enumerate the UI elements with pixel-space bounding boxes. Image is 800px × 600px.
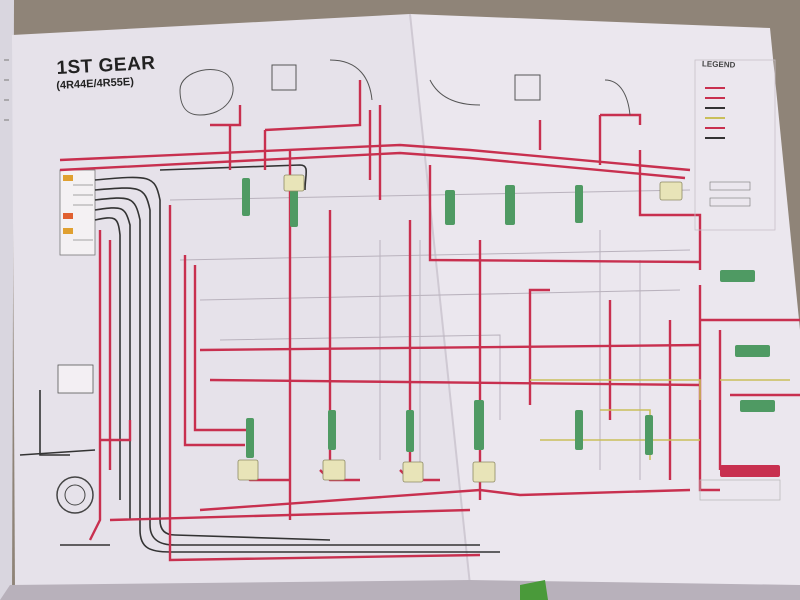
valve-cluster <box>242 178 780 477</box>
valve-icon <box>328 410 336 450</box>
pump-icon <box>179 69 234 116</box>
valve-bodies <box>237 174 683 483</box>
valve-icon <box>505 185 515 225</box>
legend-title: LEGEND <box>701 59 736 70</box>
book-left-edge <box>0 0 14 600</box>
valve-icon <box>474 400 484 450</box>
valve-icon <box>290 182 298 227</box>
pressure-lines <box>59 80 800 562</box>
valve-icon <box>575 410 583 450</box>
legend-box <box>694 59 776 231</box>
green-object <box>520 580 548 600</box>
connector-block <box>59 169 96 256</box>
valve-icon <box>406 410 414 452</box>
valve-icon <box>246 418 254 458</box>
valve-icon <box>720 270 755 282</box>
bottom-right-box <box>699 479 781 501</box>
top-components <box>179 59 631 116</box>
valve-icon <box>645 415 653 455</box>
right-page <box>410 14 800 590</box>
left-column-labels <box>4 59 9 121</box>
page-shadow-bottom <box>0 580 800 600</box>
valve-icon <box>720 465 780 477</box>
valve-icon <box>740 400 775 412</box>
valve-icon <box>575 185 583 223</box>
page-fold <box>409 13 471 586</box>
valve-icon <box>735 345 770 357</box>
valve-icon <box>445 190 455 225</box>
valve-icon <box>242 178 250 216</box>
left-side-boxes <box>57 364 94 394</box>
exhaust-lines <box>19 164 500 553</box>
pump-icon <box>56 476 94 514</box>
